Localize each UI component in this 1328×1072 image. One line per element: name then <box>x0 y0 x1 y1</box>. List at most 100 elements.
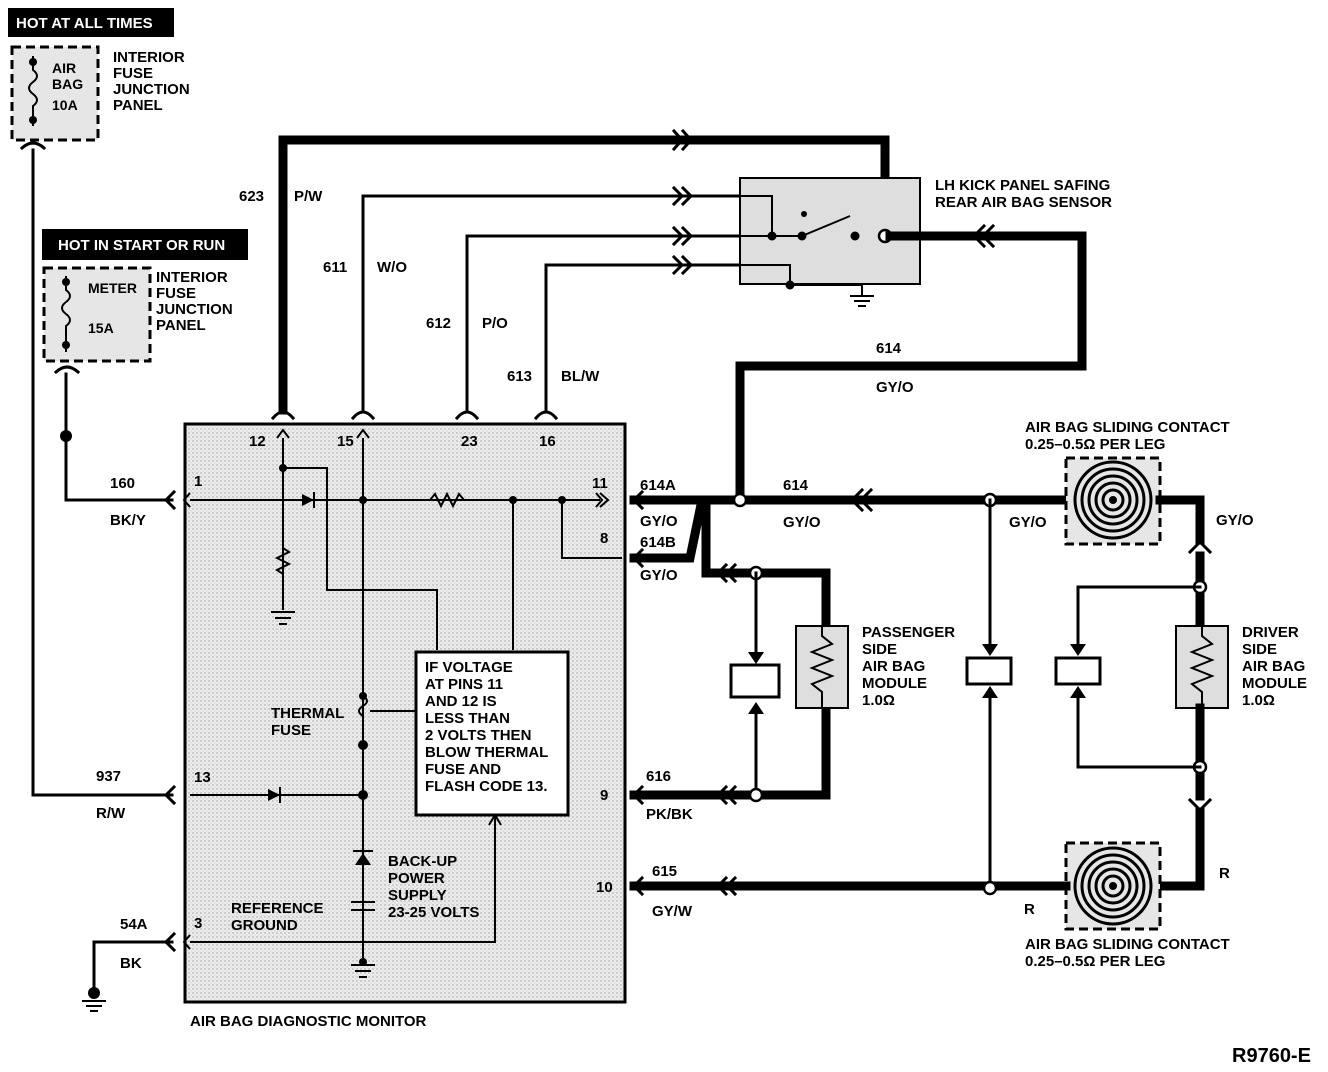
w614a-circuit: 614A <box>640 477 676 494</box>
w616-color: PK/BK <box>646 806 693 823</box>
fuse2-connector <box>53 365 81 375</box>
driver-short-top <box>1076 585 1202 652</box>
driver-line5: 1.0Ω <box>1242 692 1275 709</box>
w614-right-color: GY/O <box>1009 514 1047 531</box>
w614-mid-color: GY/O <box>783 514 821 531</box>
w615-circuit: 615 <box>652 863 677 880</box>
pin-11: 11 <box>592 475 608 492</box>
fuse1-rating: 10A <box>52 97 78 113</box>
sliding-top-line1: AIR BAG SLIDING CONTACT <box>1025 419 1230 436</box>
pin-13: 13 <box>194 769 211 786</box>
conn-614-mid <box>849 487 874 513</box>
wire-937 <box>31 148 174 797</box>
monitor-label: AIR BAG DIAGNOSTIC MONITOR <box>190 1013 427 1030</box>
ref-ground-line1: REFERENCE <box>231 900 324 917</box>
fuse2-panel-line4: PANEL <box>156 317 206 334</box>
fuse1-name-line1: AIR <box>52 60 76 76</box>
conn-pin11 <box>631 489 645 511</box>
hot-in-start-or-run-banner: HOT IN START OR RUN <box>42 229 248 260</box>
air-bag-fuse: AIR BAG 10A <box>10 45 100 142</box>
passenger-line1: PASSENGER <box>862 624 955 641</box>
r-bottom-label: R <box>1024 901 1035 918</box>
w614-top-color: GY/O <box>876 379 914 396</box>
w614b-color: GY/O <box>640 567 678 584</box>
driver-module-element <box>1189 626 1215 708</box>
sliding-contact-bottom <box>1064 841 1162 931</box>
figure-id: R9760-E <box>1232 1045 1311 1067</box>
w623-circuit: 623 <box>239 188 264 205</box>
fuse2-panel-line3: JUNCTION <box>156 301 233 318</box>
w54a-circuit: 54A <box>120 916 148 933</box>
note-line6: BLOW THERMAL <box>425 744 548 761</box>
sensor-label-line2: REAR AIR BAG SENSOR <box>935 194 1112 211</box>
driver-shorting-bar <box>1054 656 1102 686</box>
w614-top-circuit: 614 <box>876 340 902 357</box>
w614-far-right-color: GY/O <box>1216 512 1254 529</box>
fuse1-panel-label: INTERIOR FUSE JUNCTION PANEL <box>113 49 190 114</box>
w623-color: P/W <box>294 188 323 205</box>
voltage-note-box <box>414 650 570 817</box>
hot-in-start-or-run-label: HOT IN START OR RUN <box>58 237 225 254</box>
sensor-internals <box>740 195 893 307</box>
w160-circuit: 160 <box>110 475 135 492</box>
pin-10: 10 <box>596 879 613 896</box>
driver-line1: DRIVER <box>1242 624 1299 641</box>
backup-line3: SUPPLY <box>388 887 447 904</box>
fuse1-panel-line4: PANEL <box>113 97 163 114</box>
fuse2-name: METER <box>88 280 137 296</box>
sliding-top-line2: 0.25–0.5Ω PER LEG <box>1025 436 1165 453</box>
conn-615 <box>715 875 738 897</box>
w160-color: BK/Y <box>110 512 146 529</box>
conn-614-sensor <box>971 223 996 249</box>
wire-driver-top <box>1155 495 1205 545</box>
backup-line4: 23-25 VOLTS <box>388 904 479 921</box>
ref-ground-line2: GROUND <box>231 917 298 934</box>
fuse2-panel-line2: FUSE <box>156 285 196 302</box>
conn-pin13 <box>163 784 177 806</box>
note-line8: FLASH CODE 13. <box>425 778 548 795</box>
wire-613 <box>544 263 742 412</box>
w54a-color: BK <box>120 955 142 972</box>
w611-circuit: 611 <box>323 259 347 276</box>
wire-160 <box>64 372 174 502</box>
fuse2-panel-label: INTERIOR FUSE JUNCTION PANEL <box>156 269 233 334</box>
thermal-fuse-line2: FUSE <box>271 722 311 739</box>
passenger-module-element <box>809 626 835 708</box>
wire-54a <box>92 940 174 997</box>
note-line4: LESS THAN <box>425 710 510 727</box>
passenger-line4: MODULE <box>862 675 927 692</box>
splice-615 <box>982 880 998 896</box>
sliding-contact-top <box>1064 456 1162 546</box>
backup-line2: POWER <box>388 870 445 887</box>
note-line5: 2 VOLTS THEN <box>425 727 531 744</box>
conn-pin10 <box>631 875 645 897</box>
w616-circuit: 616 <box>646 768 671 785</box>
passenger-line2: SIDE <box>862 641 897 658</box>
pin-9: 9 <box>600 787 608 804</box>
w614b-circuit: 614B <box>640 534 676 551</box>
monitor-internal-circuit <box>182 428 622 978</box>
fuse2-panel-line1: INTERIOR <box>156 269 228 286</box>
fuse1-name-line2: BAG <box>52 76 83 92</box>
w612-color: P/O <box>482 315 508 332</box>
hot-at-all-times-label: HOT AT ALL TIMES <box>16 15 153 32</box>
conn-pin3 <box>163 931 177 953</box>
wire-611 <box>361 194 742 412</box>
fuse1-panel-line3: JUNCTION <box>113 81 190 98</box>
hot-at-all-times-banner: HOT AT ALL TIMES <box>8 8 174 37</box>
safing-sensor-box <box>739 177 921 285</box>
wire-614b-passenger <box>629 495 831 800</box>
pin-8: 8 <box>600 530 608 547</box>
w613-color: BL/W <box>561 368 600 385</box>
sliding-bottom-line2: 0.25–0.5Ω PER LEG <box>1025 953 1165 970</box>
pin-16: 16 <box>539 433 556 450</box>
fuse2-rating: 15A <box>88 320 114 336</box>
conn-pin8 <box>631 547 645 569</box>
sensor-label-line1: LH KICK PANEL SAFING <box>935 177 1110 194</box>
fuse1-panel-line1: INTERIOR <box>113 49 185 66</box>
r-right-label: R <box>1219 865 1230 882</box>
wire-driver-bottom <box>1155 807 1205 891</box>
note-line1: IF VOLTAGE <box>425 659 513 676</box>
thermal-fuse-line1: THERMAL <box>271 705 344 722</box>
